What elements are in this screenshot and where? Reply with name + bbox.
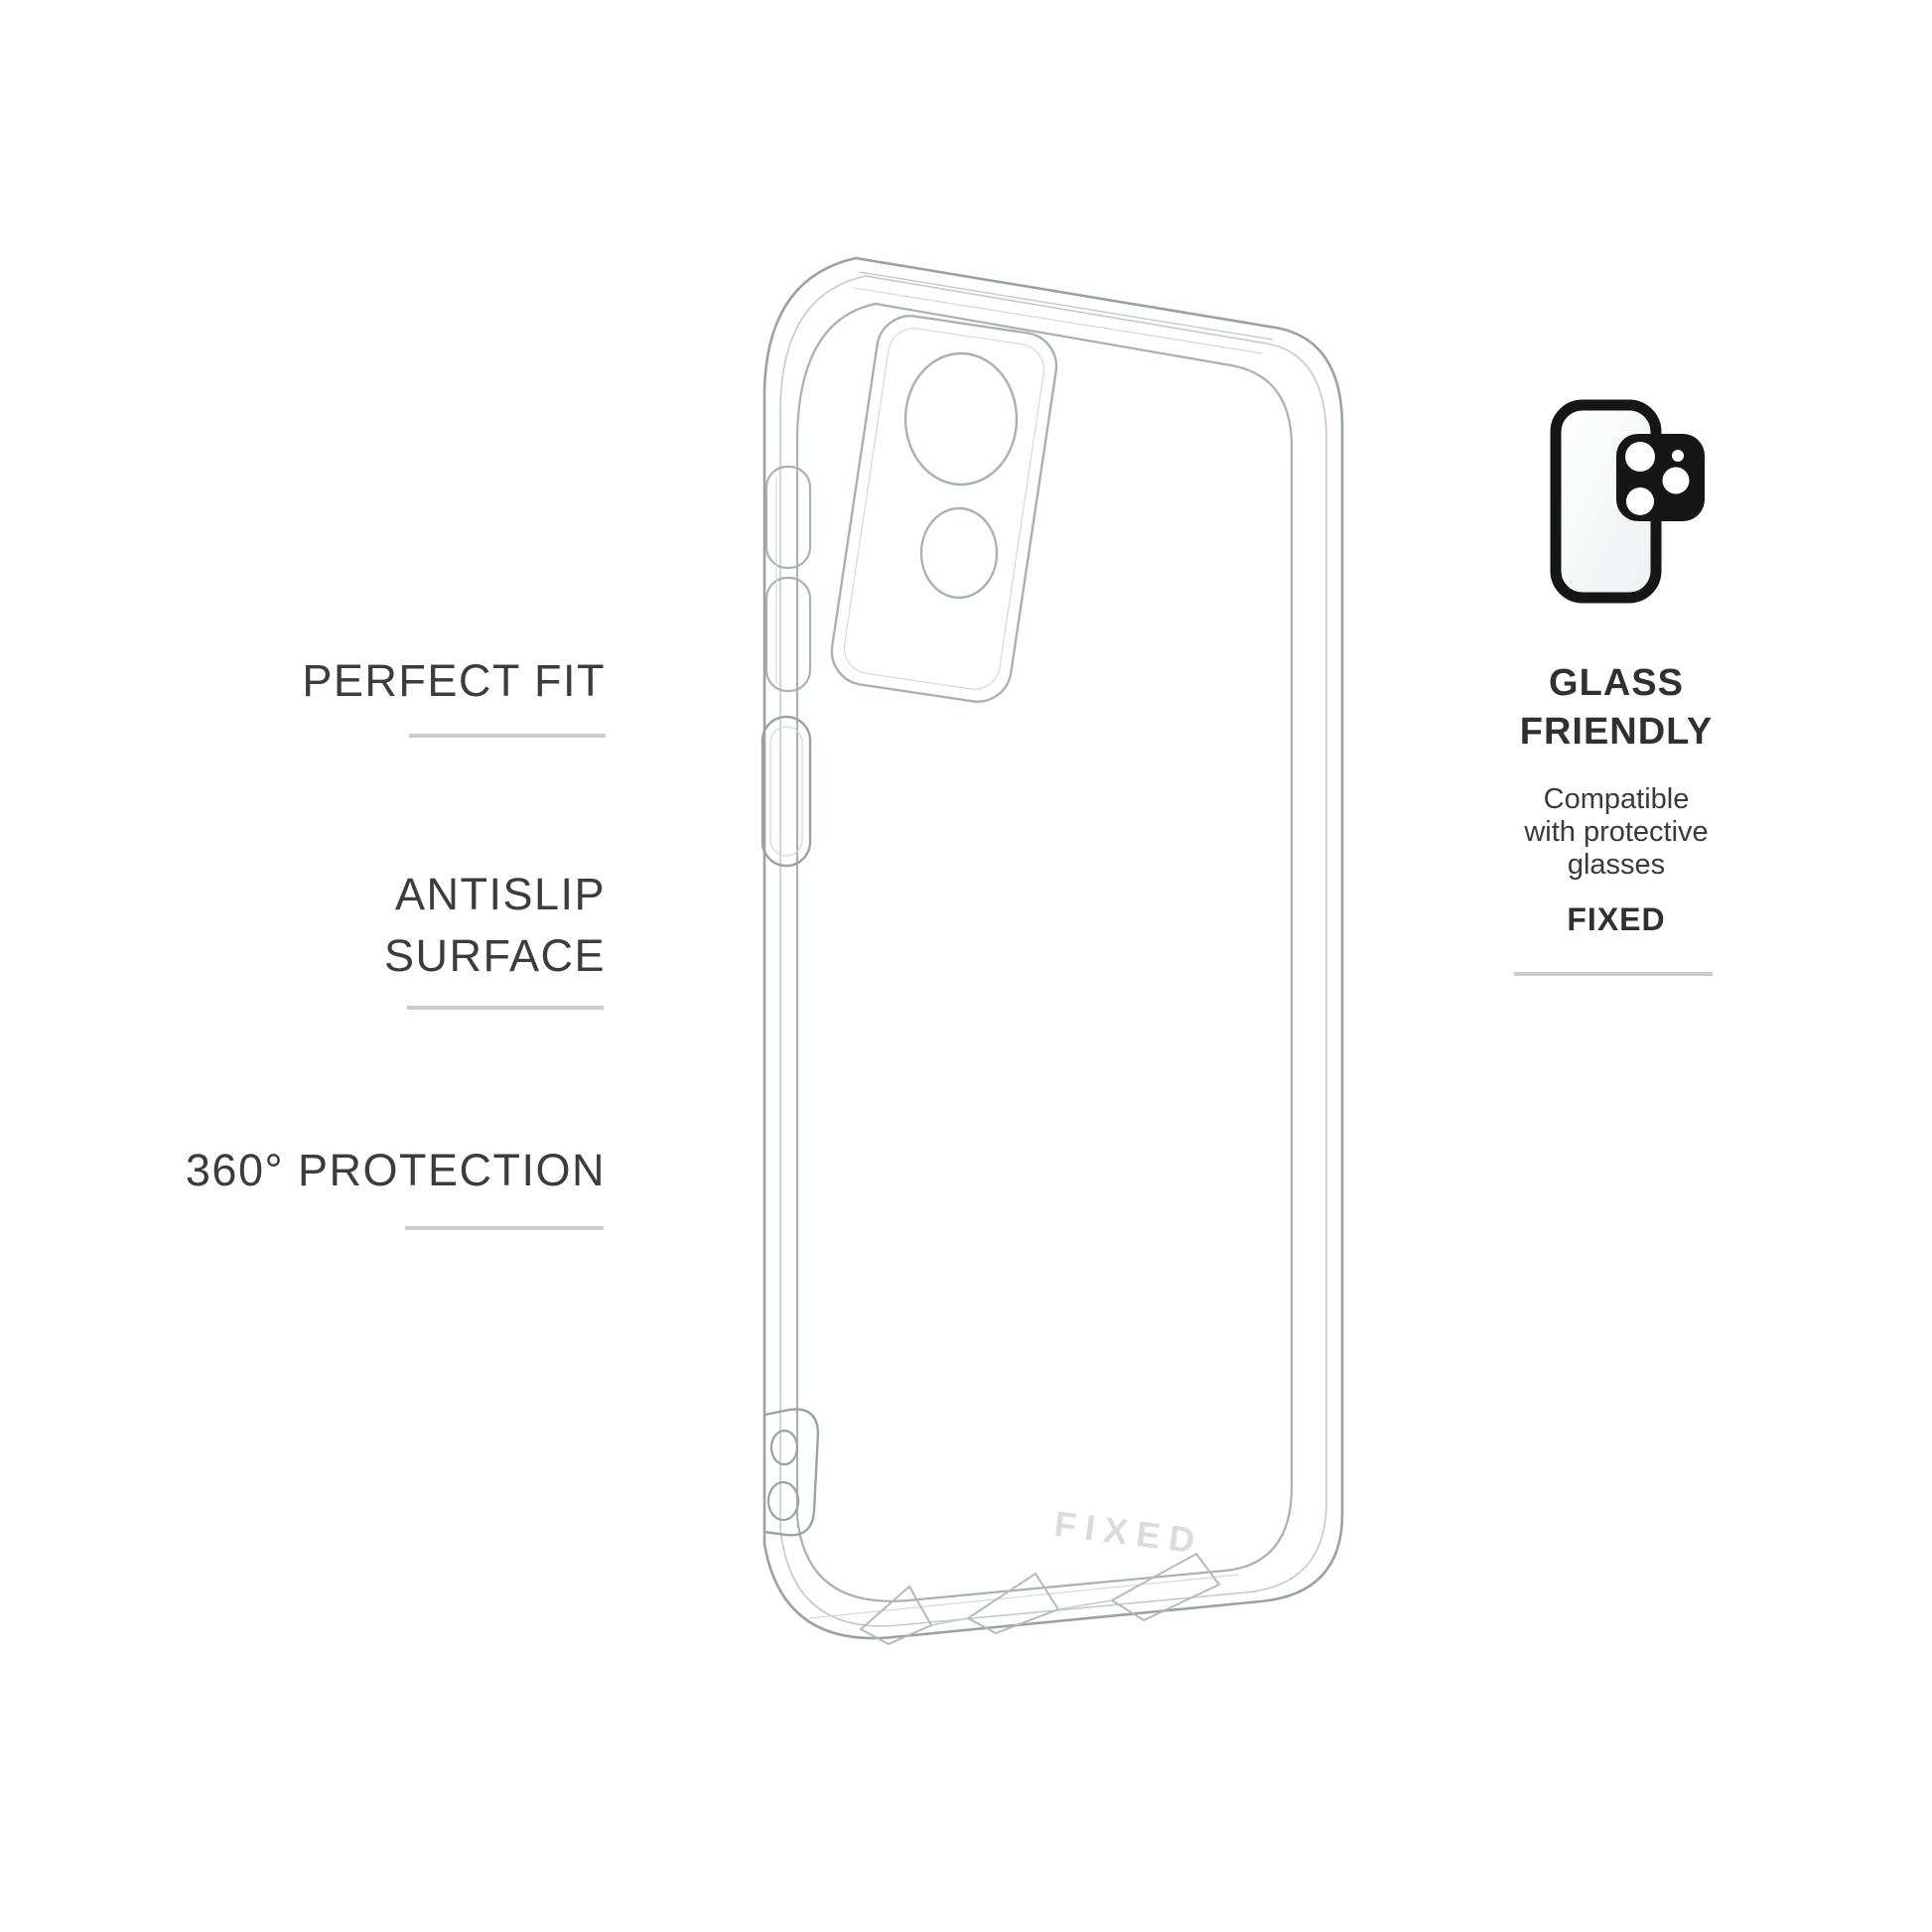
- power-button: [760, 715, 812, 868]
- feature-text: PERFECT FIT: [302, 655, 606, 706]
- brand-name: FIXED: [1418, 899, 1815, 939]
- feature-label-perfect-fit: PERFECT FIT: [10, 650, 606, 712]
- lanyard-hole-cutout: [763, 1408, 820, 1537]
- right-panel-divider: [1514, 972, 1713, 976]
- camera-lens-hole-large: [903, 351, 1019, 486]
- glass-friendly-icon: [1529, 387, 1727, 616]
- subtitle-line: Compatible: [1543, 783, 1690, 815]
- subtitle-line: glasses: [1567, 849, 1666, 881]
- feature-label-antislip-surface: ANTISLIP SURFACE: [10, 864, 606, 987]
- volume-button-cutouts: [764, 465, 812, 693]
- feature-text: 360° PROTECTION: [185, 1145, 606, 1195]
- bottom-port-moldings: [859, 1552, 1221, 1646]
- feature-text: ANTISLIP: [394, 869, 606, 919]
- heading-line: FRIENDLY: [1519, 711, 1714, 753]
- glass-friendly-subtitle: Compatible with protective glasses: [1418, 783, 1815, 882]
- case-brand-watermark: FIXED: [1052, 1503, 1206, 1562]
- camera-lens-hole-small: [919, 506, 999, 600]
- feature-divider-1: [409, 734, 606, 738]
- brand-text: FIXED: [1567, 901, 1666, 937]
- feature-text: SURFACE: [383, 930, 606, 981]
- case-body: [762, 256, 1344, 1640]
- glass-friendly-heading: GLASS FRIENDLY: [1418, 659, 1815, 757]
- feature-label-360-protection: 360° PROTECTION: [10, 1140, 606, 1201]
- feature-divider-3: [405, 1226, 604, 1230]
- subtitle-line: with protective: [1524, 816, 1709, 848]
- camera-island-cutout: [830, 315, 1058, 703]
- feature-divider-2: [407, 1006, 604, 1010]
- heading-line: GLASS: [1549, 662, 1684, 704]
